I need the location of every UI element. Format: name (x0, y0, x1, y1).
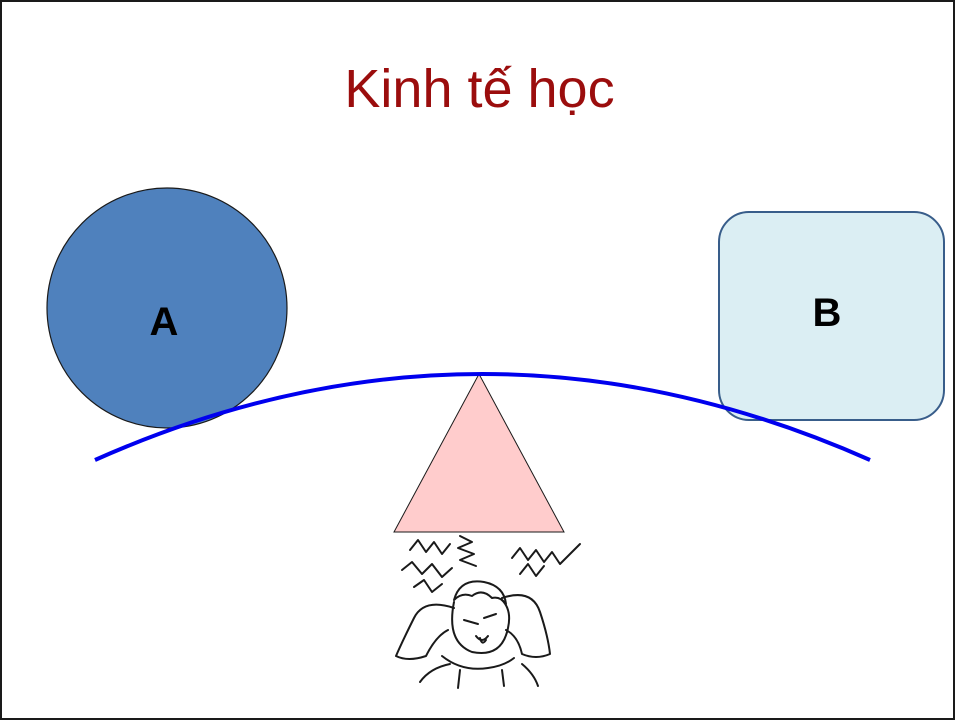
slide-title: Kinh tế học (344, 59, 615, 119)
balance-beam (94, 372, 871, 462)
stressed-person-icon (395, 535, 581, 689)
box-b-label: B (813, 291, 842, 335)
circle-a-label: A (150, 300, 179, 344)
circle-a (46, 187, 288, 429)
fulcrum-triangle (393, 372, 565, 533)
box-b (718, 211, 945, 421)
